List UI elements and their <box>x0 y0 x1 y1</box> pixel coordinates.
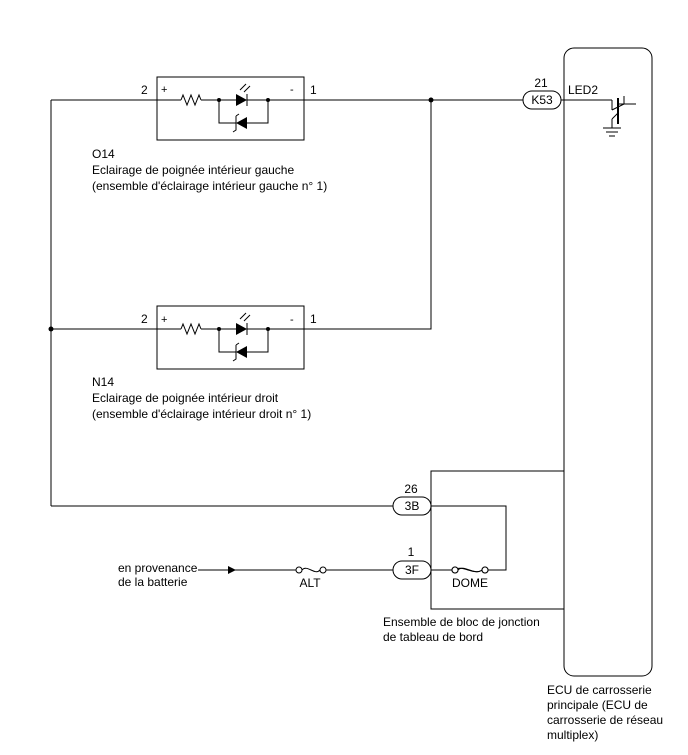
k53-connector-label: K53 <box>531 93 553 107</box>
right-light-pin-2: 2 <box>141 312 148 326</box>
left-light-plus: + <box>161 84 167 96</box>
ecu-name-line1: ECU de carrosserie <box>547 683 652 697</box>
right-light-led <box>236 323 247 335</box>
3b-pin-number: 26 <box>404 482 418 496</box>
right-light-box <box>156 305 305 370</box>
right-light-resistor <box>180 322 202 336</box>
dome-fuse-label: DOME <box>452 576 488 590</box>
junction-block-box <box>430 470 565 610</box>
right-light-minus: - <box>290 314 294 326</box>
ecu-name-line2: principale (ECU de <box>547 698 648 712</box>
alt-fuse-label: ALT <box>299 576 321 590</box>
left-light-zener <box>236 117 247 129</box>
left-light-name-line1: Eclairage de poignée intérieur gauche <box>92 163 294 177</box>
battery-label-line1: en provenance <box>118 561 198 575</box>
ecu-name-line3: carrosserie de réseau <box>547 713 663 727</box>
right-light-zener <box>236 346 247 358</box>
left-light-led <box>236 94 247 106</box>
k53-pin-number: 21 <box>534 76 548 90</box>
3f-pin-number: 1 <box>408 545 415 559</box>
right-light-module: + - <box>156 305 305 370</box>
led2-terminal-label: LED2 <box>568 83 598 97</box>
3b-connector-label: 3B <box>405 499 420 513</box>
right-light-code: N14 <box>92 375 114 389</box>
battery-arrow <box>228 566 236 574</box>
left-light-code: O14 <box>92 147 115 161</box>
left-light-pin-1: 1 <box>310 83 317 97</box>
left-light-pin-2: 2 <box>141 83 148 97</box>
wire-jb-internal <box>431 505 507 571</box>
left-light-module: + - <box>156 76 305 141</box>
left-light-box <box>156 76 305 141</box>
ecu-body-box <box>563 47 653 677</box>
right-light-name-line2: (ensemble d'éclairage intérieur droit n°… <box>92 407 311 421</box>
left-light-resistor <box>180 93 202 107</box>
left-light-minus: - <box>290 84 294 96</box>
right-light-pin-1: 1 <box>310 312 317 326</box>
right-light-name-line1: Eclairage de poignée intérieur droit <box>92 391 279 405</box>
alt-fuse <box>301 567 321 573</box>
right-light-plus: + <box>161 314 167 326</box>
left-light-name-line2: (ensemble d'éclairage intérieur gauche n… <box>92 179 327 193</box>
ecu-transistor <box>564 96 636 137</box>
junction-block-name-line1: Ensemble de bloc de jonction <box>383 615 540 629</box>
battery-label-line2: de la batterie <box>118 575 188 589</box>
k53-connector <box>522 90 562 110</box>
3f-connector-label: 3F <box>405 563 419 577</box>
ecu-name-line4: multiplex) <box>547 728 598 742</box>
junction-block-name-line2: de tableau de bord <box>383 630 483 644</box>
